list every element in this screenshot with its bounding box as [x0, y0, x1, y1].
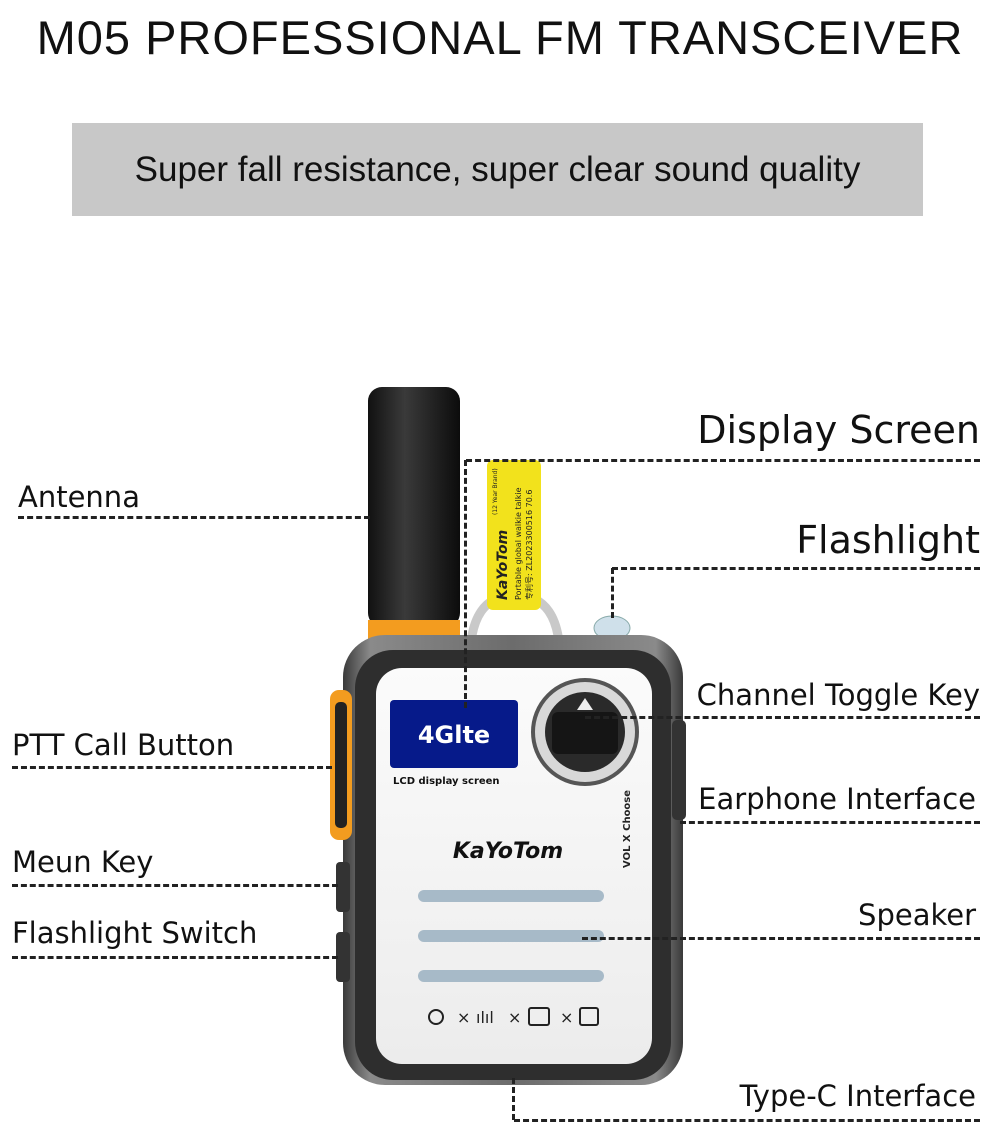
svg-text:×: ×	[560, 1008, 573, 1027]
label-ptt-call-button: PTT Call Button	[12, 728, 235, 762]
leader-display-screen	[466, 459, 980, 462]
leader-type-c-v	[512, 1078, 515, 1120]
subtitle-banner: Super fall resistance, super clear sound…	[72, 123, 923, 216]
label-antenna: Antenna	[18, 480, 140, 514]
flashlight-switch-shape	[336, 932, 350, 982]
lcd-caption: LCD display screen	[393, 776, 500, 787]
svg-text:×: ×	[508, 1008, 521, 1027]
menu-key-shape	[336, 862, 350, 912]
tag-line-1: Portable global walkie talkie	[514, 487, 523, 600]
lanyard-tag: KaYoTom Portable global walkie talkie 专利…	[465, 460, 565, 661]
lcd-screen	[390, 700, 518, 768]
leader-antenna	[18, 516, 370, 519]
leader-flashlight	[612, 567, 980, 570]
leader-speaker	[582, 937, 980, 940]
svg-text:×: ×	[457, 1008, 470, 1027]
label-speaker: Speaker	[858, 898, 976, 932]
tag-line-2: 专利号: ZL2023300516 70.6	[524, 490, 534, 600]
tag-brand: KaYoTom	[495, 530, 511, 600]
label-channel-toggle-key: Channel Toggle Key	[696, 678, 980, 712]
leader-earphone	[680, 821, 980, 824]
speaker-grille	[418, 890, 604, 982]
label-flashlight-switch: Flashlight Switch	[12, 916, 258, 950]
antenna	[368, 387, 460, 642]
feature-icons-row: × ılıl × ×	[428, 1007, 599, 1027]
subtitle-text: Super fall resistance, super clear sound…	[134, 149, 861, 189]
leader-ptt	[12, 766, 332, 769]
leader-flashlight-v	[611, 568, 614, 618]
label-earphone-interface: Earphone Interface	[698, 782, 976, 816]
leader-menu-key	[12, 884, 338, 887]
leader-display-screen-v	[464, 460, 467, 708]
label-type-c-interface: Type-C Interface	[739, 1079, 976, 1113]
screen-4g-text: 4Glte	[418, 721, 490, 749]
earphone-port-shape	[672, 720, 686, 820]
brand-logo: KaYoTom	[453, 839, 563, 864]
page-title: M05 PROFESSIONAL FM TRANSCEIVER	[36, 11, 964, 64]
svg-text:ılıl: ılıl	[476, 1008, 494, 1027]
leader-flashlight-switch	[12, 956, 338, 959]
label-flashlight: Flashlight	[796, 518, 980, 562]
leader-type-c	[514, 1119, 980, 1122]
label-display-screen: Display Screen	[697, 408, 980, 452]
channel-knob	[531, 678, 639, 786]
leader-channel-toggle	[585, 716, 980, 719]
vol-choose-text: VOL X Choose	[622, 790, 633, 868]
tag-line-3: (12 Year Brand)	[492, 468, 499, 515]
label-menu-key: Meun Key	[12, 845, 154, 879]
